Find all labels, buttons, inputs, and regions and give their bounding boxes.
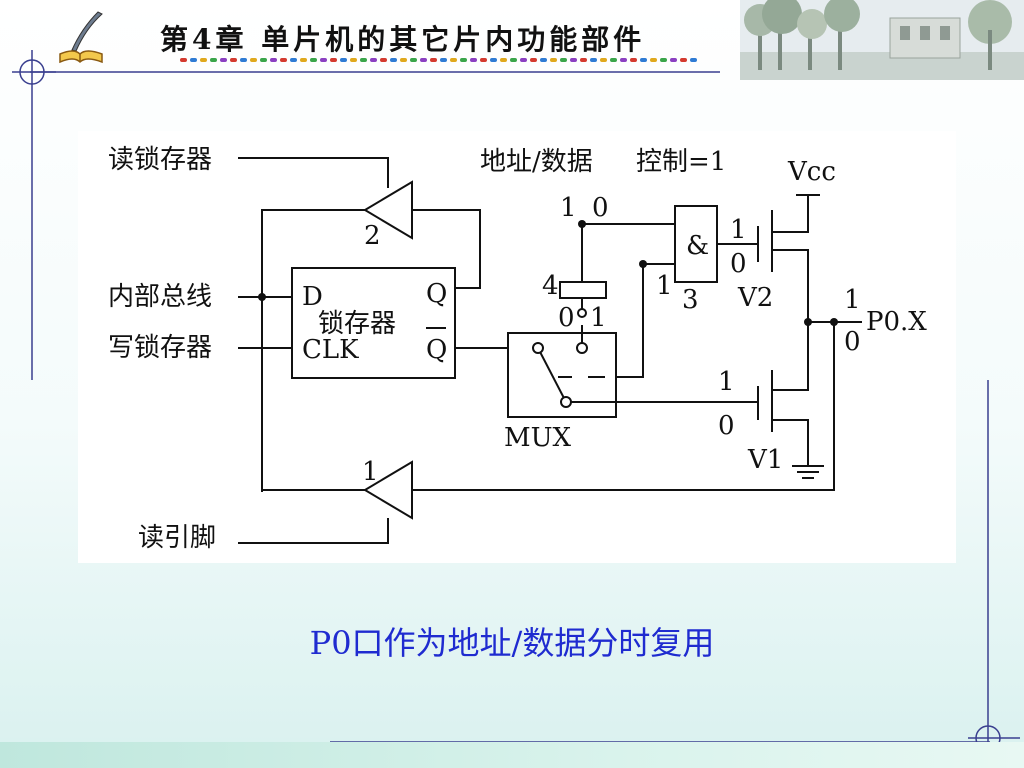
header-photo <box>740 0 1024 80</box>
label-v1: V1 <box>747 445 783 475</box>
label-read-pin: 读引脚 <box>138 523 216 553</box>
quill-book-icon <box>59 11 103 64</box>
switch-4-box <box>559 281 607 299</box>
v1-source <box>772 419 809 466</box>
label-p0-1: 1 <box>844 285 861 315</box>
slide-caption: P0口作为地址/数据分时复用 <box>309 624 715 662</box>
label-addr-data: 地址/数据 <box>480 147 593 177</box>
label-p0x: P0.X <box>866 307 927 337</box>
mux-pivot <box>532 342 544 354</box>
mux-contact-1 <box>576 342 588 354</box>
label-switch-num: 4 <box>542 271 559 301</box>
label-internal-bus: 内部总线 <box>108 282 212 312</box>
buffer-1 <box>363 460 413 520</box>
v2-drain <box>772 195 809 233</box>
wire-read-latch <box>238 157 389 188</box>
label-buf-bottom-num: 1 <box>362 457 379 487</box>
junction-output <box>804 318 812 326</box>
label-ad-1: 1 <box>560 193 577 223</box>
label-control: 控制=1 <box>636 147 726 177</box>
junction-internal-bus <box>258 293 266 301</box>
wire-control <box>616 264 644 378</box>
top-rule <box>30 71 720 73</box>
label-read-latch: 读锁存器 <box>108 145 212 175</box>
label-and-in-1: 1 <box>656 271 673 301</box>
wire-pin-feedback <box>412 322 835 491</box>
v1-drain <box>772 322 809 391</box>
label-v2-1: 1 <box>730 215 747 245</box>
label-buf-top-num: 2 <box>364 221 381 251</box>
slide-title: 第4章 单片机的其它片内功能部件 <box>160 23 646 56</box>
v2-source <box>772 249 809 322</box>
label-write-latch: 写锁存器 <box>108 333 212 363</box>
latch-box <box>291 267 456 379</box>
label-and-num: 3 <box>682 285 699 315</box>
label-sw-0: 0 <box>558 303 575 333</box>
label-latch-d: D <box>302 282 323 312</box>
label-v1-0: 0 <box>718 411 735 441</box>
wire-buf2-left <box>261 209 365 492</box>
label-v2: V2 <box>737 283 773 313</box>
label-p0-0: 0 <box>844 327 861 357</box>
junction-addr <box>578 220 586 228</box>
title-underline <box>180 58 697 62</box>
label-v1-1: 1 <box>718 367 735 397</box>
and-gate <box>674 205 718 283</box>
label-vcc: Vcc <box>787 157 836 187</box>
wire-buf2-right <box>412 209 481 289</box>
bottom-band <box>0 742 1024 768</box>
junction-feedback <box>830 318 838 326</box>
label-v2-0: 0 <box>730 249 747 279</box>
label-and-symbol: & <box>686 231 709 261</box>
label-mux: MUX <box>504 423 572 453</box>
label-ad-0: 0 <box>592 193 609 223</box>
label-latch-qbar: Q <box>426 335 447 365</box>
mux-switch-arm <box>537 347 567 403</box>
label-latch-q: Q <box>426 279 447 309</box>
wire-read-pin <box>238 518 389 544</box>
label-sw-1: 1 <box>590 303 607 333</box>
label-latch-name: 锁存器 <box>318 309 396 339</box>
switch-4-bubble <box>577 308 587 318</box>
junction-control <box>639 260 647 268</box>
mux-contact-0 <box>560 396 572 408</box>
label-latch-clk: CLK <box>302 335 359 365</box>
